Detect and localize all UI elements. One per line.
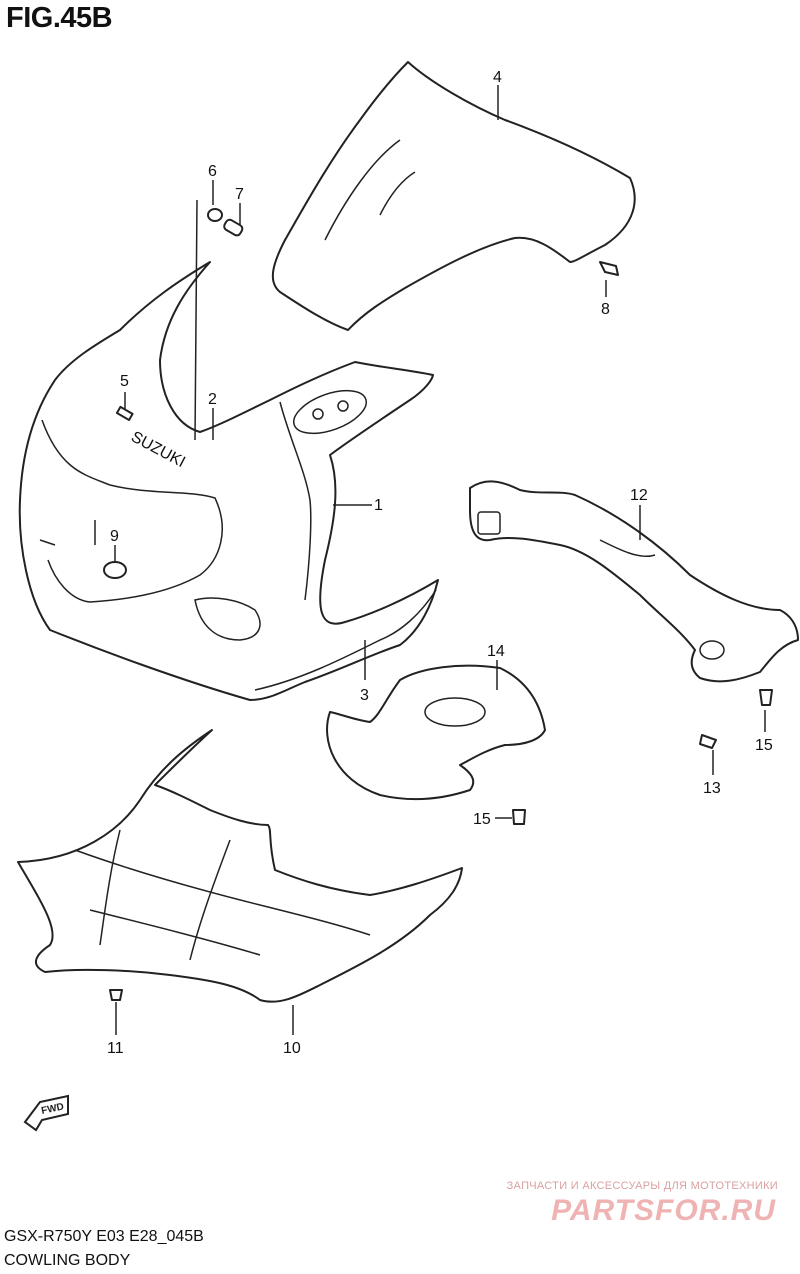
callout-5: 5 bbox=[120, 373, 129, 390]
bolt-part-15-center bbox=[512, 809, 526, 825]
fwd-arrow-icon: FWD bbox=[23, 1094, 69, 1132]
upper-cowl-part bbox=[18, 261, 439, 701]
inner-panel-part bbox=[469, 480, 799, 683]
watermark-site: PARTSFOR.RU bbox=[551, 1194, 776, 1227]
callout-4: 4 bbox=[493, 69, 502, 86]
callout-2: 2 bbox=[208, 391, 217, 408]
callout-9: 9 bbox=[110, 528, 119, 545]
collar-part-7 bbox=[223, 218, 244, 237]
screw-part-13 bbox=[699, 734, 717, 749]
callout-7: 7 bbox=[235, 186, 244, 203]
footer-model: GSX-R750Y E03 E28_045B bbox=[4, 1228, 204, 1245]
grommet-part bbox=[103, 561, 127, 579]
under-cowl-part bbox=[17, 729, 463, 1003]
callout-15-right: 15 bbox=[755, 737, 773, 754]
watermark-tagline: ЗАПЧАСТИ И АКСЕССУАРЫ ДЛЯ МОТОТЕХНИКИ bbox=[506, 1180, 778, 1192]
callout-1: 1 bbox=[374, 497, 383, 514]
bolt-part-15-right bbox=[759, 689, 773, 706]
callout-12: 12 bbox=[630, 487, 648, 504]
callout-14: 14 bbox=[487, 643, 505, 660]
footer-name: COWLING BODY bbox=[4, 1252, 131, 1269]
callout-11: 11 bbox=[107, 1040, 124, 1057]
lower-trim-part bbox=[254, 589, 437, 691]
bolt-part-8 bbox=[599, 261, 619, 276]
windscreen-part bbox=[271, 61, 636, 331]
callout-8: 8 bbox=[601, 301, 610, 318]
callout-6: 6 bbox=[208, 163, 217, 180]
callout-10: 10 bbox=[283, 1040, 301, 1057]
callout-3: 3 bbox=[360, 687, 369, 704]
callout-13: 13 bbox=[703, 780, 721, 797]
svg-text:FWD: FWD bbox=[40, 1101, 65, 1116]
screw-part-5 bbox=[115, 405, 134, 421]
nut-part-6 bbox=[207, 208, 223, 222]
callout-15-center: 15 bbox=[473, 811, 491, 828]
figure-title: FIG.45B bbox=[6, 2, 113, 34]
clip-part-11 bbox=[109, 989, 123, 1001]
air-duct-part bbox=[326, 664, 546, 801]
